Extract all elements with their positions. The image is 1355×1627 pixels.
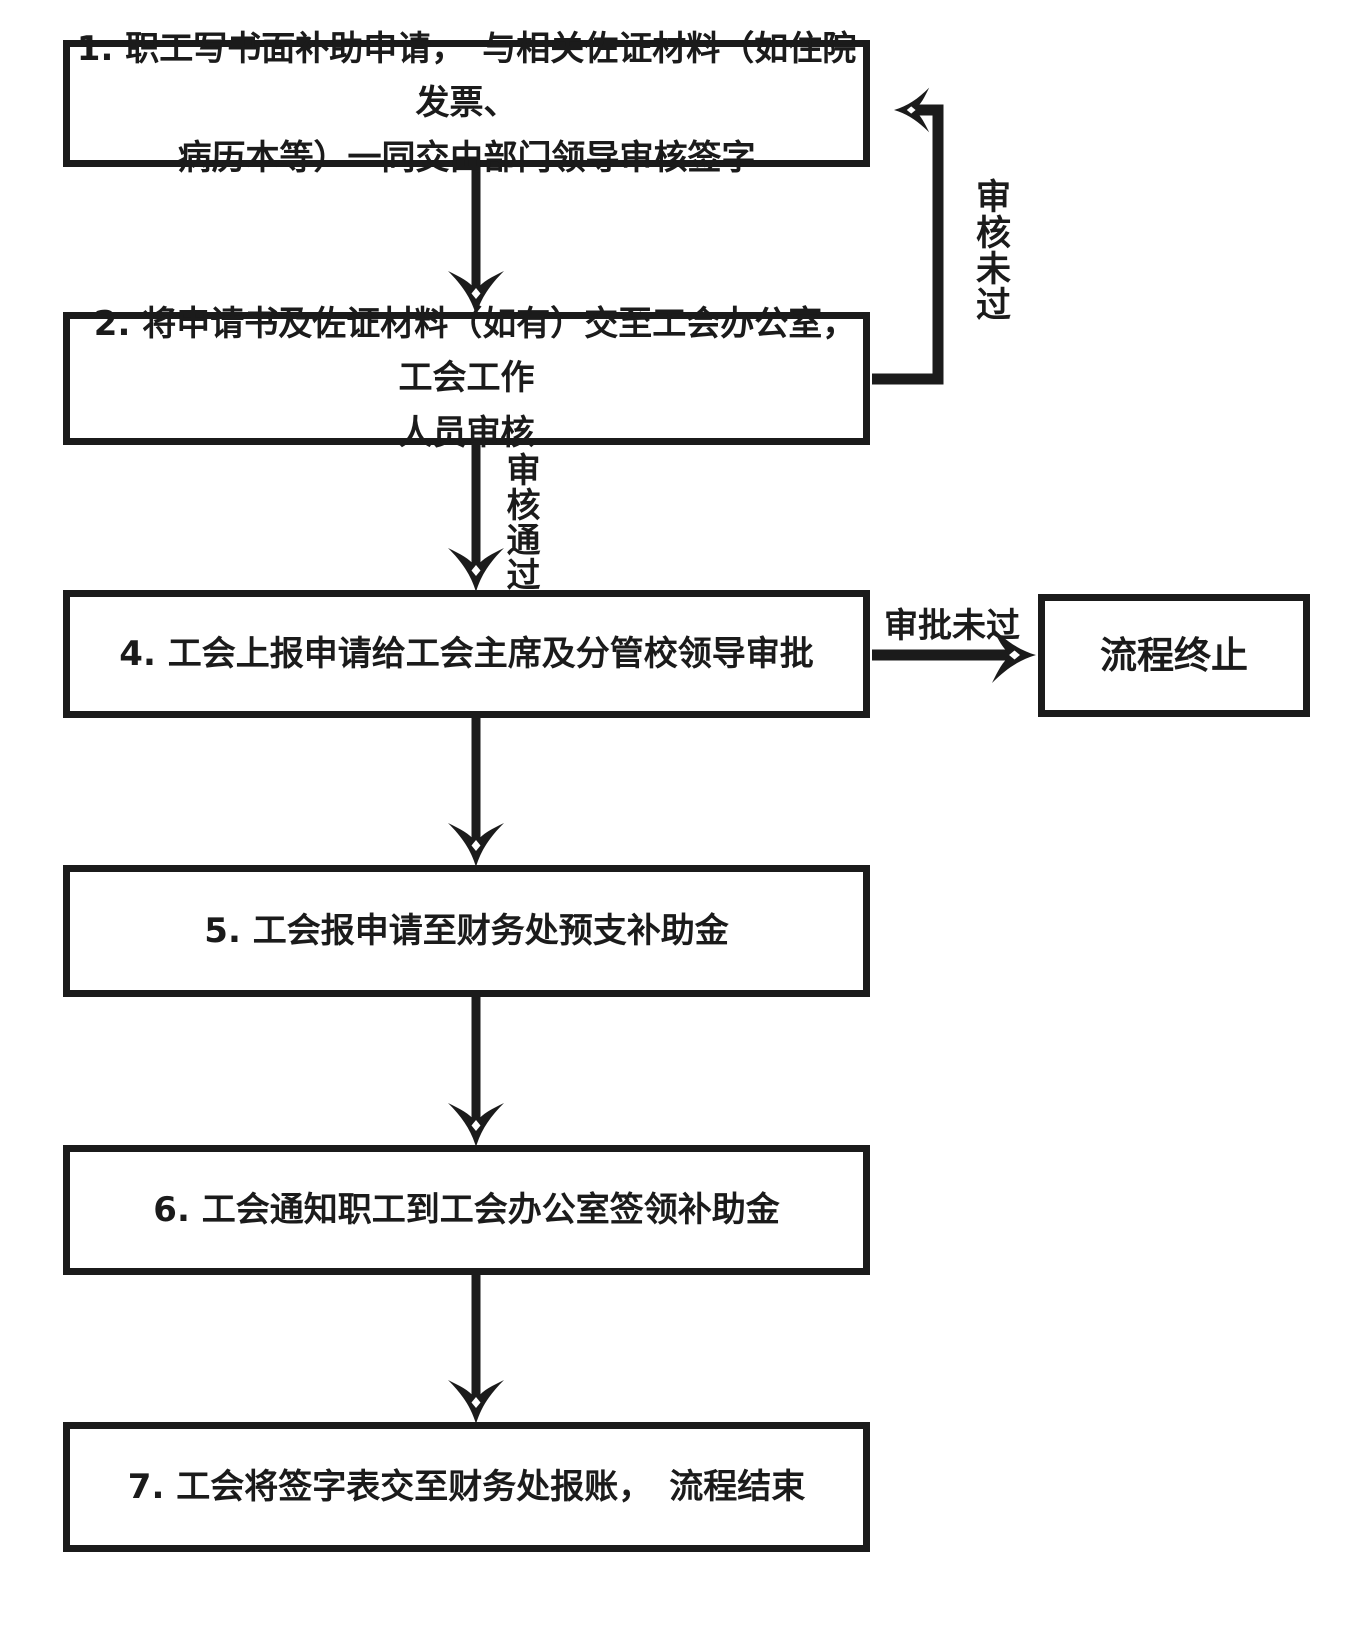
arrow-step2-step4 [448, 443, 504, 592]
flow-step-4: 4. 工会上报申请给工会主席及分管校领导审批 [63, 590, 870, 718]
arrow-step6-step7 [448, 1272, 504, 1424]
flow-step-6: 6. 工会通知职工到工会办公室签领补助金 [63, 1145, 870, 1275]
flow-step-1-line-2: 病历本等）一同交由部门领导审核签字 [177, 137, 756, 178]
flow-step-1: 1. 职工写书面补助申请， 与相关佐证材料（如住院发票、 病历本等）一同交由部门… [63, 29, 870, 178]
flow-step-2-line-2: 人员审核 [398, 412, 535, 453]
flow-terminate-box: 流程终止 [1038, 594, 1310, 717]
arrow-step2-step1-loop [872, 87, 944, 385]
arrow-step5-step6 [448, 995, 504, 1147]
edge-label-review-passed: 审核通过 [500, 452, 540, 592]
flow-step-7-line-1: 7. 工会将签字表交至财务处报账， 流程结束 [127, 1466, 806, 1507]
flow-step-6-line-1: 6. 工会通知职工到工会办公室签领补助金 [153, 1189, 780, 1230]
flow-step-5-line-1: 5. 工会报申请至财务处预支补助金 [204, 910, 729, 951]
edge-label-review-failed: 审核未过 [970, 178, 1010, 322]
flow-terminate-label: 流程终止 [1100, 633, 1248, 677]
flow-step-5: 5. 工会报申请至财务处预支补助金 [63, 865, 870, 997]
arrow-step4-terminate [872, 627, 1036, 683]
arrow-step4-step5 [448, 716, 504, 867]
flow-step-1-line-1: 1. 职工写书面补助申请， 与相关佐证材料（如住院发票、 [76, 28, 857, 124]
flow-step-7: 7. 工会将签字表交至财务处报账， 流程结束 [63, 1422, 870, 1552]
flow-step-2-line-1: 2. 将申请书及佐证材料（如有）交至工会办公室， 工会工作 [93, 303, 874, 399]
edge-label-approval-failed: 审批未过 [884, 606, 1020, 646]
arrow-step1-step2 [448, 164, 504, 315]
flow-step-4-line-1: 4. 工会上报申请给工会主席及分管校领导审批 [119, 633, 814, 674]
flow-step-2: 2. 将申请书及佐证材料（如有）交至工会办公室， 工会工作 人员审核 [63, 304, 873, 453]
